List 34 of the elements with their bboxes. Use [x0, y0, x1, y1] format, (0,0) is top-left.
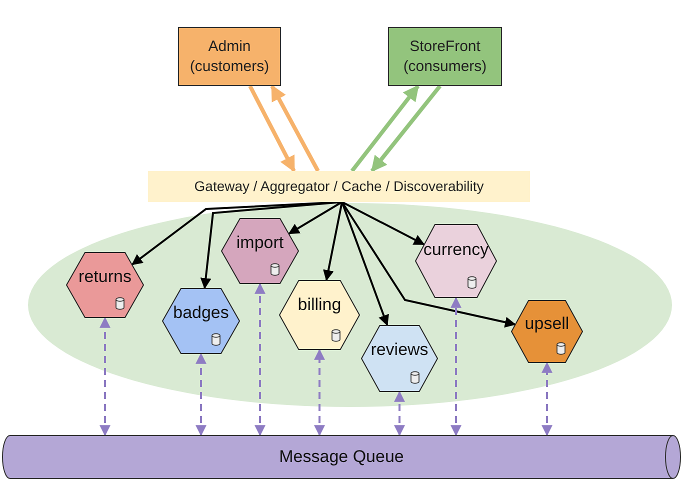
dashed-double-arrow: [314, 348, 325, 436]
dashed-double-arrow: [100, 316, 110, 436]
service-label: import: [236, 232, 284, 253]
arrow: [342, 201, 425, 246]
arrow: [341, 202, 389, 326]
service-hexagon: [415, 224, 497, 298]
arrow: [323, 202, 343, 282]
service-hexagon: [221, 218, 299, 284]
client-box: StoreFront (consumers): [388, 27, 502, 86]
arrow: [370, 84, 442, 172]
service-label: currency: [423, 240, 489, 260]
service-hexagon: [66, 252, 144, 318]
dashed-double-arrow: [542, 362, 552, 436]
service-hexagon: [279, 280, 360, 350]
service-label: upsell: [524, 314, 570, 334]
dashed-double-arrow: [450, 296, 462, 436]
client-box: Admin (customers): [178, 27, 281, 86]
arrow: [248, 85, 296, 172]
service-label: badges: [173, 302, 229, 323]
service-label: returns: [78, 266, 132, 287]
dashed-double-arrow: [196, 352, 206, 436]
service-hexagon: [361, 325, 438, 392]
arrow: [341, 201, 516, 328]
gateway-bar: Gateway / Aggregator / Cache / Discoverability: [148, 171, 530, 202]
arrow: [350, 84, 420, 172]
service-label: billing: [298, 295, 342, 316]
dashed-double-arrow: [254, 282, 266, 436]
service-label: reviews: [370, 340, 428, 360]
service-hexagon: [162, 288, 240, 354]
arrow: [270, 84, 320, 172]
dashed-double-arrow: [394, 390, 405, 436]
service-hexagon: [511, 300, 583, 363]
queue-cylinder: Message Queue: [2, 435, 681, 479]
arrow: [288, 201, 343, 234]
